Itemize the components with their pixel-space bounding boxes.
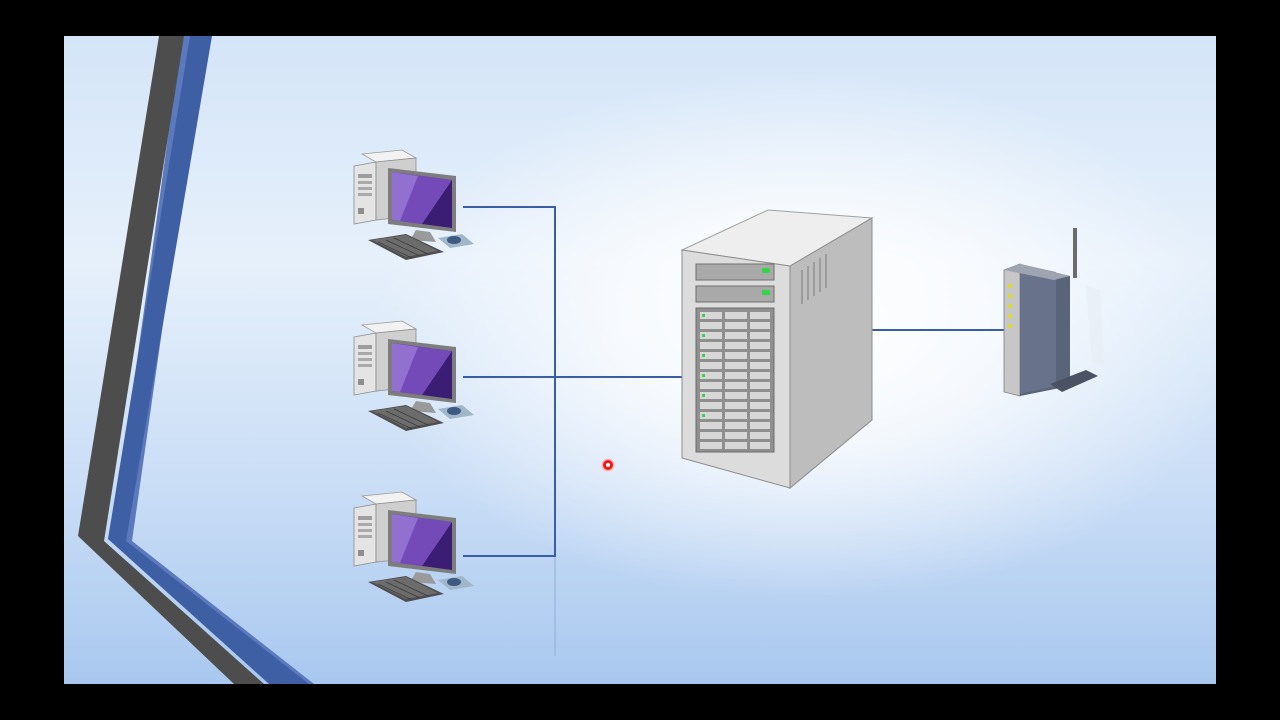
- laser-pointer-dot: [603, 460, 613, 470]
- router: [1003, 228, 1104, 397]
- decor-stripe-light: [112, 36, 314, 684]
- workstation-3: [353, 491, 474, 602]
- workstation-1: [353, 149, 474, 260]
- network-connections: [463, 206, 1006, 656]
- slide-decoration: [78, 36, 314, 684]
- desktop-computer-icon: [353, 320, 474, 431]
- desktop-computer-icon: [353, 491, 474, 602]
- decor-stripe-gray: [78, 36, 264, 684]
- presentation-slide: [64, 36, 1216, 684]
- server-tower-icon: [680, 209, 874, 490]
- server: [680, 209, 874, 490]
- wireless-router-icon: [1003, 228, 1104, 397]
- desktop-computer-icon: [353, 149, 474, 260]
- workstation-2: [353, 320, 474, 431]
- decor-stripe-blue: [108, 36, 309, 684]
